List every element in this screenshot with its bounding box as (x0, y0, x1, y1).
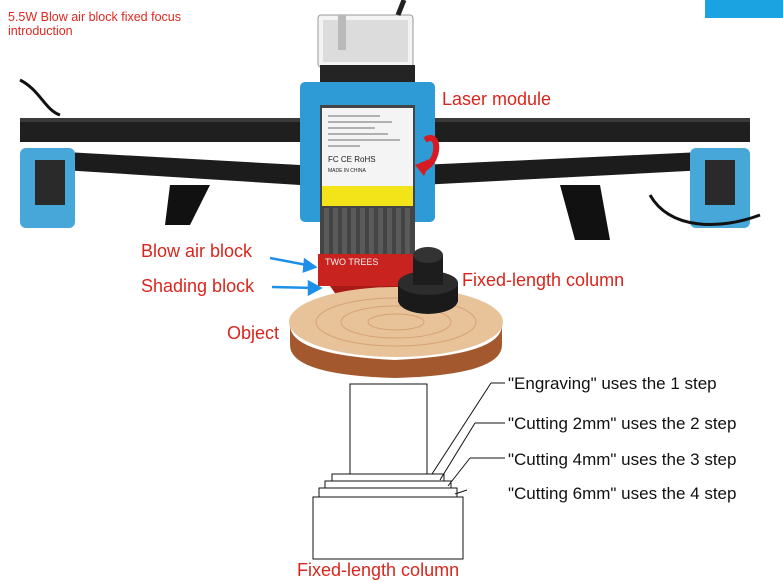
svg-text:FC CE RoHS: FC CE RoHS (328, 155, 376, 164)
shading-block-label: Shading block (141, 276, 255, 296)
diagram-caption: Fixed-length column (297, 560, 460, 580)
step-1-label: "Engraving" uses the 1 step (508, 374, 717, 393)
brand-label: TWO TREES (325, 257, 378, 267)
pointer-arrows (269, 256, 323, 297)
step-4-label: "Cutting 6mm" uses the 4 step (508, 484, 737, 503)
object-label: Object (227, 323, 280, 343)
made-in-label: MADE IN CHINA (328, 168, 366, 174)
blow-air-block (318, 254, 413, 286)
page-title: 5.5W Blow air block fixed focus introduc… (8, 10, 181, 38)
step-3-label: "Cutting 4mm" uses the 3 step (508, 450, 737, 469)
step-diagram (312, 382, 505, 560)
blow-air-block-label: Blow air block (141, 241, 253, 261)
fixed-length-column-label: Fixed-length column (462, 270, 625, 290)
left-bracket (19, 78, 75, 228)
step-2-label: "Cutting 2mm" uses the 2 step (508, 414, 737, 433)
fixed-length-column-photo (398, 247, 458, 314)
laser-module-label: Laser module (442, 89, 552, 109)
right-bracket (648, 148, 761, 228)
wood-object (289, 287, 503, 378)
module-body: FC CE RoHS MADE IN CHINA (320, 105, 415, 256)
corner-tab (705, 0, 783, 18)
